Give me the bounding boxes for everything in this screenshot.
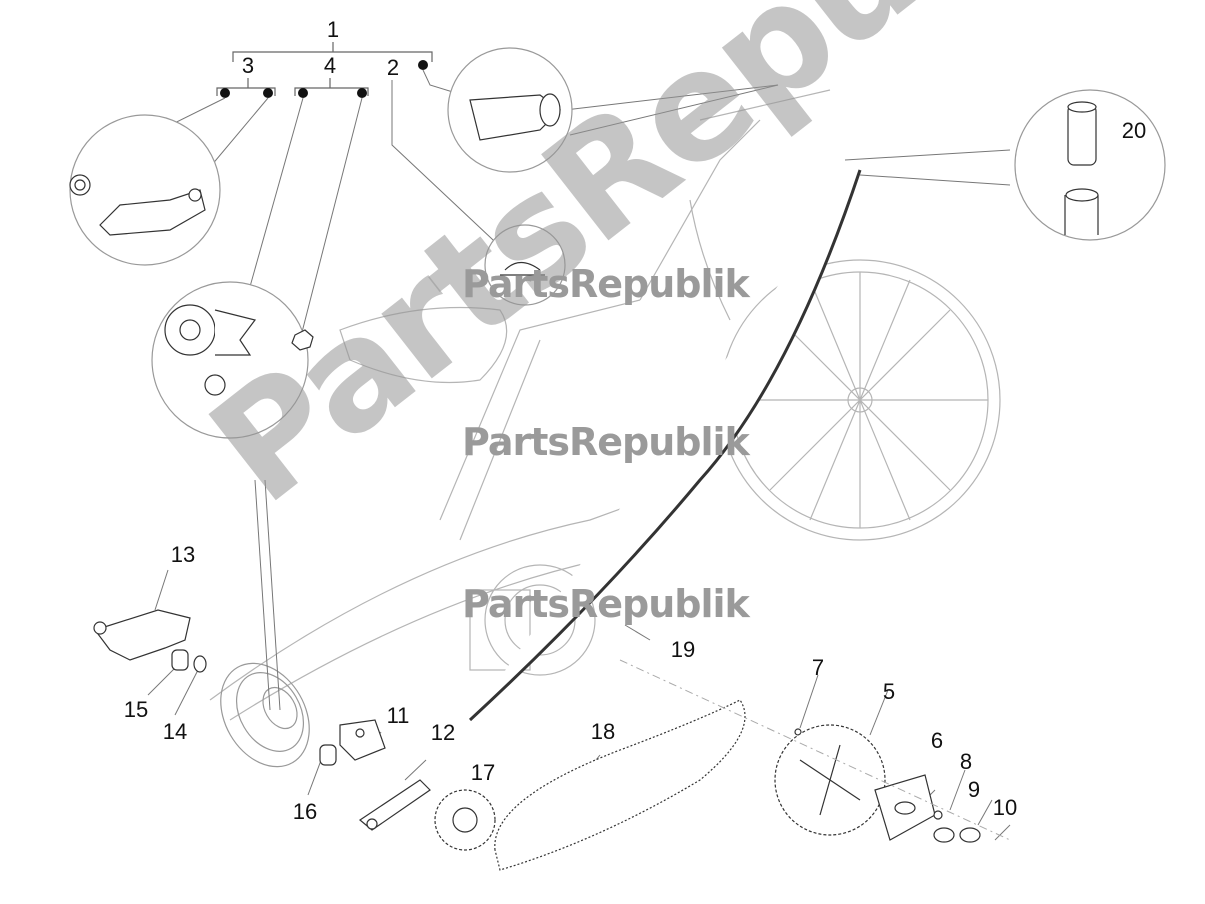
label-12: 12: [430, 720, 456, 745]
label-15: 15: [123, 697, 149, 722]
part-19-cable: [468, 169, 862, 722]
part-17-sprocket: [434, 789, 496, 851]
label-19: 19: [670, 637, 696, 662]
part-10-nut: [959, 827, 981, 843]
part-5-chainring: [774, 724, 886, 836]
part-cable-end-callout: [500, 261, 545, 276]
part-switch-callout: [469, 93, 561, 141]
label-17: 17: [470, 760, 496, 785]
part-nut-callout: [291, 329, 314, 351]
label-6: 6: [930, 728, 944, 753]
label-18: 18: [590, 719, 616, 744]
part-9-washer: [933, 827, 955, 843]
leader-lines: [99, 69, 1113, 841]
label-10: 10: [992, 795, 1018, 820]
label-1: 1: [326, 17, 340, 42]
label-11: 11: [386, 703, 410, 728]
watermark-small-1: PartsRepublik: [462, 262, 750, 306]
label-5: 5: [882, 679, 896, 704]
part-8-nut: [933, 810, 943, 820]
part-lever-callout: [99, 188, 206, 236]
rear-hub: [220, 662, 310, 768]
part-tube-20: [1064, 188, 1099, 235]
watermark-small-2: PartsRepublik: [462, 420, 750, 464]
watermark-small-3: PartsRepublik: [462, 582, 750, 626]
label-9: 9: [967, 777, 981, 802]
label-14: 14: [162, 719, 188, 744]
label-7: 7: [811, 655, 825, 680]
part-15-spacer: [171, 649, 189, 671]
part-13-bracket: [93, 609, 191, 661]
label-20: 20: [1121, 118, 1147, 143]
hierarchy-brackets: [216, 42, 433, 96]
part-12-axle: [358, 779, 431, 831]
part-6-flange: [874, 774, 936, 841]
part-7-pin: [794, 728, 802, 736]
bike-frame: [209, 89, 1001, 721]
hierarchy-bullets: [220, 60, 428, 98]
part-pin-20: [1067, 101, 1097, 166]
part-bushing-callout: [69, 174, 91, 196]
part-tensioner-callout: [164, 304, 257, 396]
label-3: 3: [241, 53, 255, 78]
label-4: 4: [323, 53, 337, 78]
label-13: 13: [170, 542, 196, 567]
part-18-belt: [494, 699, 746, 871]
part-14-washer: [193, 655, 207, 673]
label-16: 16: [292, 799, 318, 824]
part-16-spacer: [319, 744, 337, 766]
label-8: 8: [959, 749, 973, 774]
part-11-plate: [339, 719, 386, 761]
label-2: 2: [386, 55, 400, 80]
